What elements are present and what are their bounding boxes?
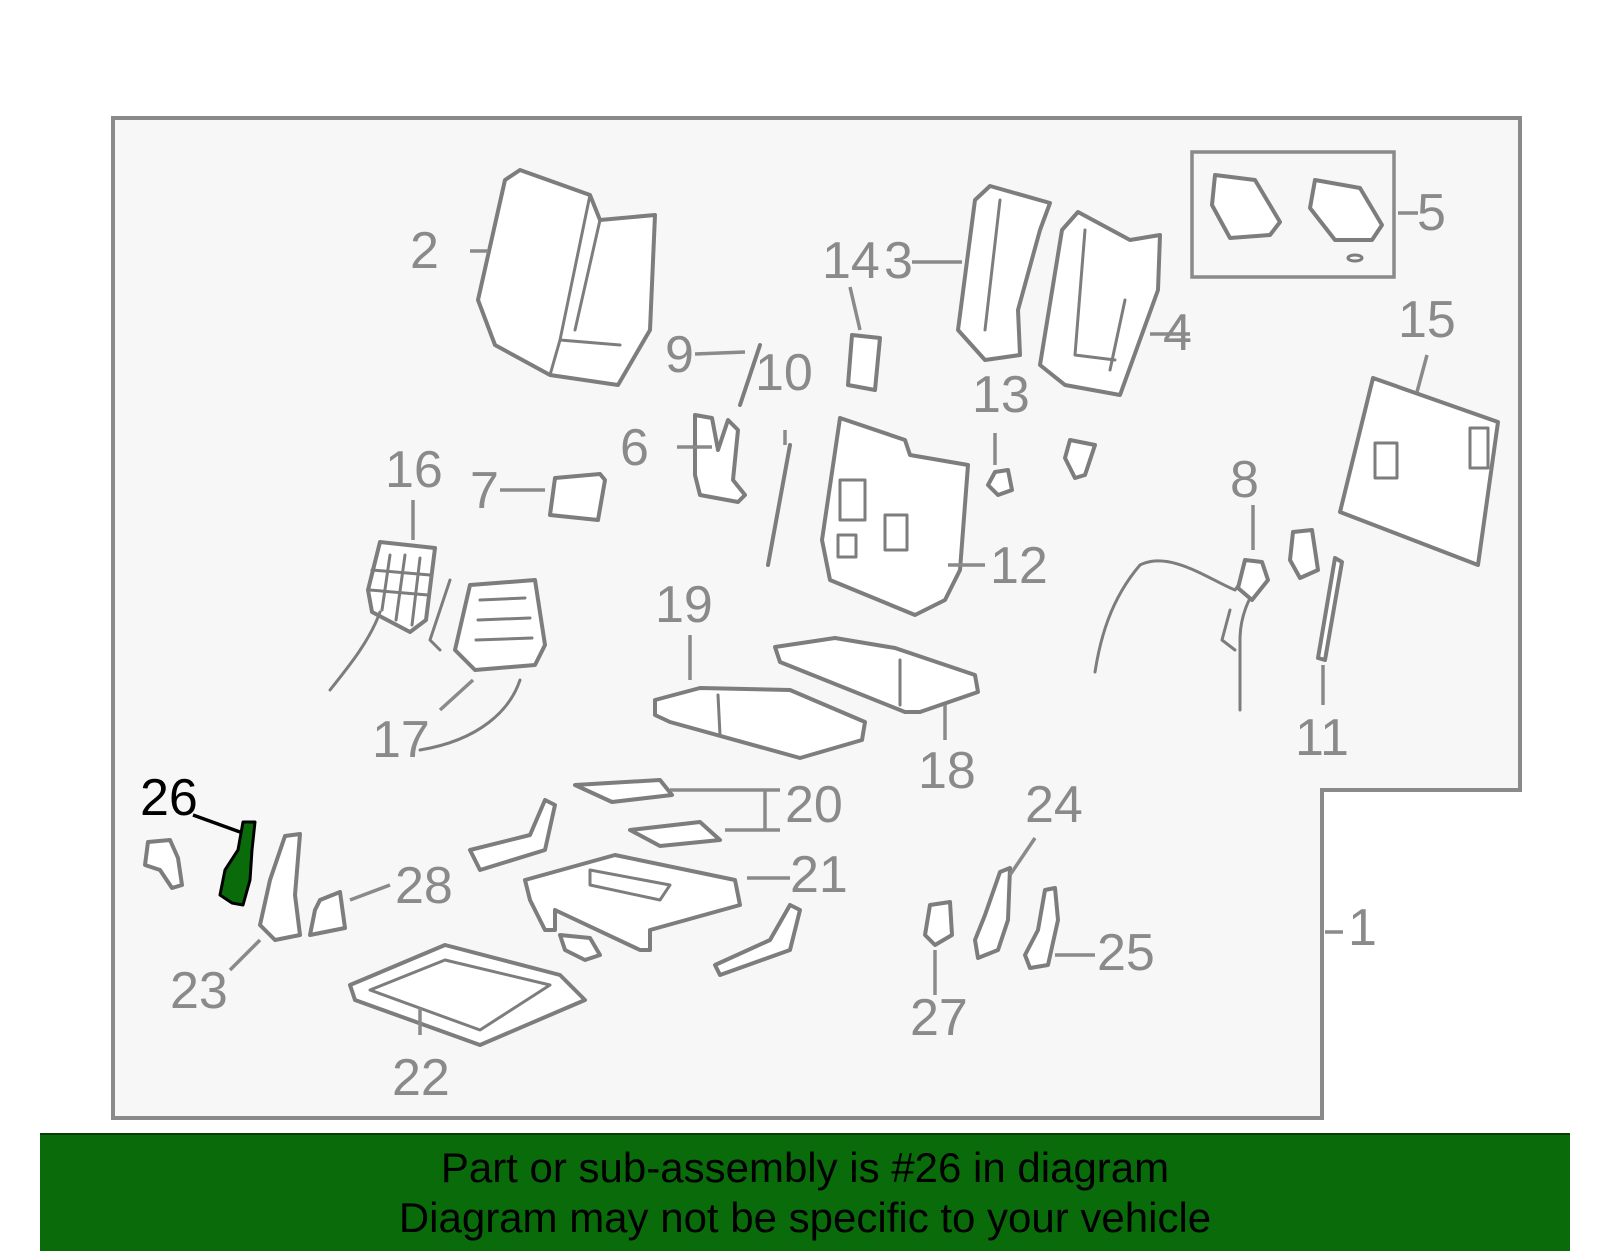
part-2-seat-back[interactable]: [476, 168, 657, 387]
part-11-handle: [1288, 528, 1320, 580]
callout-26[interactable]: 26: [140, 769, 198, 827]
part-3-seat-back[interactable]: [956, 184, 1052, 362]
callout-20[interactable]: 20: [785, 776, 843, 834]
part-5-headrests[interactable]: [1210, 173, 1384, 263]
diagram-frame: [111, 116, 1522, 1120]
callout-1[interactable]: 1: [1348, 899, 1377, 957]
part-28-cover[interactable]: [308, 890, 347, 937]
part-20-pads[interactable]: [573, 778, 722, 848]
part-26-highlighted[interactable]: [218, 820, 257, 907]
callout-11[interactable]: 11: [1295, 709, 1349, 767]
part-14-clip[interactable]: [846, 333, 882, 392]
callout-24[interactable]: 24: [1025, 776, 1083, 834]
callout-21[interactable]: 21: [790, 846, 848, 904]
part-21-frame[interactable]: [468, 798, 802, 977]
part-13-knob[interactable]: [986, 468, 1014, 497]
callout-9[interactable]: 9: [665, 326, 694, 384]
callout-25[interactable]: 25: [1097, 924, 1155, 982]
part-22-base-frame[interactable]: [348, 933, 602, 1047]
part-7-block[interactable]: [548, 472, 607, 522]
leader-26: [192, 813, 241, 834]
part-6-bracket[interactable]: [693, 413, 747, 504]
callout-labels: 1 2 3 4 5 6 7 8 9 10 11 12 13 14 15 16 1…: [140, 184, 1456, 1107]
callout-10[interactable]: 10: [755, 344, 813, 402]
part-4-seat-back[interactable]: [1038, 210, 1162, 397]
callout-16[interactable]: 16: [385, 441, 443, 499]
part-9-rod[interactable]: [738, 343, 762, 407]
callout-22[interactable]: 22: [392, 1049, 450, 1107]
part-knob-left: [143, 838, 184, 890]
callout-4[interactable]: 4: [1163, 304, 1192, 362]
callout-28[interactable]: 28: [395, 857, 453, 915]
leader-lines: [192, 211, 1429, 1035]
callout-2[interactable]: 2: [410, 222, 439, 280]
callout-8[interactable]: 8: [1230, 451, 1259, 509]
callout-19[interactable]: 19: [655, 576, 713, 634]
part-19-cushion[interactable]: [653, 686, 867, 760]
info-banner: Part or sub-assembly is #26 in diagram D…: [40, 1133, 1570, 1251]
part-23-hinge[interactable]: [258, 832, 302, 942]
part-17-seat-frame[interactable]: [418, 578, 547, 752]
banner-line-2: Diagram may not be specific to your vehi…: [398, 1194, 1212, 1241]
part-16-seat-frame[interactable]: [328, 540, 437, 692]
callout-17[interactable]: 17: [372, 711, 430, 769]
banner-line-1: Part or sub-assembly is #26 in diagram: [440, 1144, 1170, 1191]
part-latch-cover: [1063, 438, 1097, 480]
callout-3[interactable]: 3: [884, 232, 913, 290]
callout-27[interactable]: 27: [910, 989, 968, 1047]
part-11-rod[interactable]: [1316, 556, 1344, 662]
part-27-cover[interactable]: [923, 900, 954, 947]
part-24-bracket[interactable]: [973, 866, 1012, 960]
part-12-back-panel[interactable]: [820, 416, 970, 617]
callout-12[interactable]: 12: [990, 537, 1048, 595]
callout-7[interactable]: 7: [470, 462, 499, 520]
callout-6[interactable]: 6: [620, 419, 649, 477]
callout-13[interactable]: 13: [972, 366, 1030, 424]
part-18-cushion[interactable]: [773, 636, 980, 714]
part-8-cable[interactable]: [1093, 558, 1270, 712]
part-10-rod[interactable]: [766, 443, 792, 567]
part-25-bracket[interactable]: [1023, 886, 1060, 970]
callout-5[interactable]: 5: [1417, 184, 1446, 242]
callout-15[interactable]: 15: [1398, 291, 1456, 349]
callout-18[interactable]: 18: [918, 742, 976, 800]
part-15-panel[interactable]: [1338, 376, 1500, 567]
callout-23[interactable]: 23: [170, 962, 228, 1020]
callout-14[interactable]: 14: [822, 232, 880, 290]
